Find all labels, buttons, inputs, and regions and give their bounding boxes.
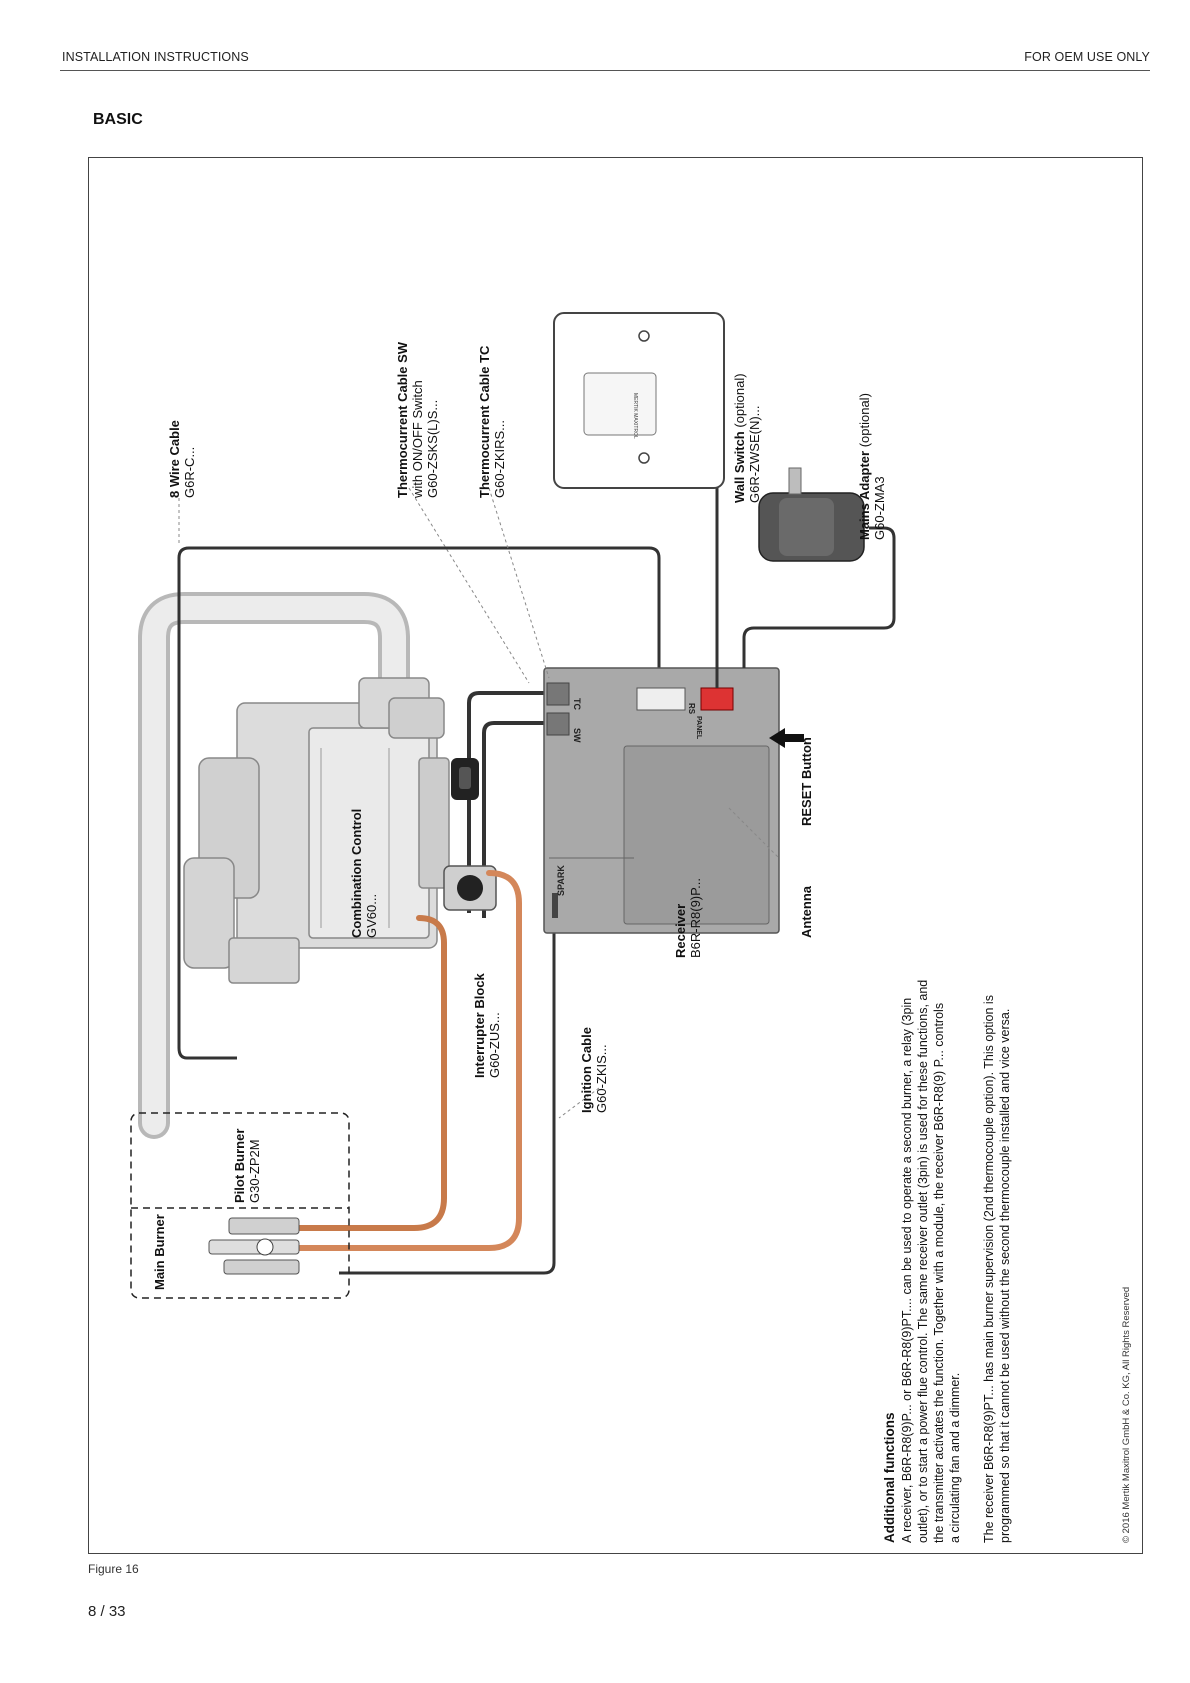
- label-thermocurrent-sw-line2: with ON/OFF Switch: [410, 380, 425, 499]
- label-combination-control-name: Combination Control: [349, 809, 364, 938]
- label-interrupter-block: Interrupter Block G60-ZUS...: [472, 972, 502, 1078]
- ignition-cable-line: [339, 903, 556, 1275]
- section-title: BASIC: [93, 111, 143, 128]
- copper-tubes: [296, 870, 522, 1251]
- label-receiver: Receiver B6R-R8(9)P...: [673, 878, 703, 958]
- label-thermocurrent-sw-name: Thermocurrent Cable SW: [395, 341, 410, 498]
- copyright-text: © 2016 Mertik Maxitrol GmbH & Co. KG, Al…: [1121, 1287, 1132, 1543]
- label-main-burner: Main Burner: [152, 1214, 167, 1290]
- burner-box: [130, 1112, 350, 1299]
- additional-functions-title: Additional functions: [882, 1413, 897, 1544]
- header-left: INSTALLATION INSTRUCTIONS: [62, 50, 249, 64]
- label-eight-wire-cable-name: 8 Wire Cable: [167, 420, 182, 498]
- thermocurrent-cable-tc-line: [467, 691, 544, 913]
- label-ignition-cable-code: G60-ZKIS...: [594, 1044, 609, 1113]
- label-antenna: Antenna: [799, 885, 814, 938]
- label-main-burner-name: Main Burner: [152, 1214, 167, 1290]
- label-eight-wire-cable: 8 Wire Cable G6R-C...: [167, 420, 197, 498]
- label-antenna-name: Antenna: [799, 885, 814, 938]
- label-mains-adapter: Mains Adapter (optional) G60-ZMA3: [857, 393, 887, 540]
- additional-functions-note-1: The receiver B6R-R8(9)PT... has main bur…: [982, 995, 996, 1543]
- label-leader-lines: [178, 487, 600, 1119]
- figure-frame: TC SW RS PANEL SPARK MERTIK MAXITROL: [88, 157, 1143, 1554]
- label-mains-adapter-suffix: (optional): [857, 393, 872, 451]
- label-thermocurrent-sw-code: G60-ZSKS(L)S...: [425, 400, 440, 498]
- on-off-switch: [451, 758, 479, 800]
- receiver-unit: [543, 667, 780, 934]
- receiver-terminal-panel: PANEL: [695, 716, 702, 740]
- copyright: © 2016 Mertik Maxitrol GmbH & Co. KG, Al…: [1121, 1287, 1132, 1543]
- label-interrupter-block-name: Interrupter Block: [472, 972, 487, 1078]
- eight-wire-cable-line: [177, 546, 661, 1060]
- label-reset-button: RESET Button: [799, 737, 814, 826]
- page-number: 8 / 33: [88, 1603, 126, 1620]
- label-thermocurrent-sw: Thermocurrent Cable SW with ON/OFF Switc…: [395, 341, 440, 499]
- wall-switch-brand: MERTIK MAXITROL: [632, 393, 638, 439]
- pilot-burner-hardware: [208, 1217, 300, 1275]
- receiver-terminal-tc: TC: [572, 698, 582, 710]
- label-eight-wire-cable-code: G6R-C...: [182, 447, 197, 498]
- label-pilot-burner-code: G30-ZP2M: [247, 1139, 262, 1203]
- combination-control-valve: [183, 677, 450, 984]
- label-mains-adapter-code: G60-ZMA3: [872, 476, 887, 540]
- wall-switch: MERTIK MAXITROL: [553, 312, 725, 489]
- label-receiver-name: Receiver: [673, 904, 688, 958]
- label-pilot-burner-name: Pilot Burner: [232, 1129, 247, 1203]
- label-wall-switch-suffix: (optional): [732, 373, 747, 431]
- header-rule: [60, 70, 1150, 71]
- additional-functions-line-3: the transmitter activates the function. …: [932, 1003, 946, 1543]
- figure-caption: Figure 16: [88, 1562, 139, 1576]
- header-right: FOR OEM USE ONLY: [1024, 50, 1150, 64]
- svg-text:Wall Switch (optional): Wall Switch (optional): [732, 373, 747, 503]
- reset-arrow-icon: [769, 728, 804, 748]
- mains-adapter: [758, 467, 865, 562]
- label-reset-button-name: RESET Button: [799, 737, 814, 826]
- label-wall-switch: Wall Switch (optional) G6R-ZWSE(N)...: [732, 373, 762, 503]
- receiver-terminal-sw: SW: [572, 728, 582, 743]
- mains-adapter-cable-line: [742, 526, 896, 668]
- gas-pipe: [138, 592, 410, 1139]
- label-thermocurrent-tc-code: G60-ZKIRS...: [492, 420, 507, 498]
- additional-functions-line-2: outlet), or to start a power flue contro…: [916, 980, 930, 1543]
- additional-functions-block: Additional functions A receiver, B6R-R8(…: [882, 980, 1012, 1543]
- interrupter-block: [443, 865, 497, 911]
- label-combination-control: Combination Control GV60...: [349, 809, 379, 938]
- additional-functions-note-2: programmed so that it cannot be used wit…: [998, 1009, 1012, 1543]
- label-interrupter-block-code: G60-ZUS...: [487, 1012, 502, 1078]
- label-mains-adapter-name: Mains Adapter: [857, 451, 872, 540]
- label-ignition-cable-name: Ignition Cable: [579, 1027, 594, 1113]
- receiver-terminal-rs: RS: [687, 703, 696, 715]
- receiver-terminal-spark: SPARK: [556, 865, 566, 896]
- additional-functions-line-4: a circulating fan and a dimmer.: [948, 1373, 962, 1543]
- label-wall-switch-code: G6R-ZWSE(N)...: [747, 406, 762, 504]
- thermocurrent-cable-sw-line: [482, 721, 544, 918]
- label-thermocurrent-tc-name: Thermocurrent Cable TC: [477, 345, 492, 498]
- label-combination-control-code: GV60...: [364, 894, 379, 938]
- label-wall-switch-name: Wall Switch: [732, 431, 747, 503]
- additional-functions-line-1: A receiver, B6R-R8(9)P... or B6R-R8(9)PT…: [900, 998, 914, 1543]
- label-pilot-burner: Pilot Burner G30-ZP2M: [232, 1129, 262, 1203]
- svg-text:Mains Adapter (optional): Mains Adapter (optional): [857, 393, 872, 540]
- label-thermocurrent-tc: Thermocurrent Cable TC G60-ZKIRS...: [477, 345, 507, 498]
- label-ignition-cable: Ignition Cable G60-ZKIS...: [579, 1027, 609, 1113]
- wiring-diagram: TC SW RS PANEL SPARK MERTIK MAXITROL: [130, 312, 1132, 1543]
- label-receiver-code: B6R-R8(9)P...: [688, 878, 703, 958]
